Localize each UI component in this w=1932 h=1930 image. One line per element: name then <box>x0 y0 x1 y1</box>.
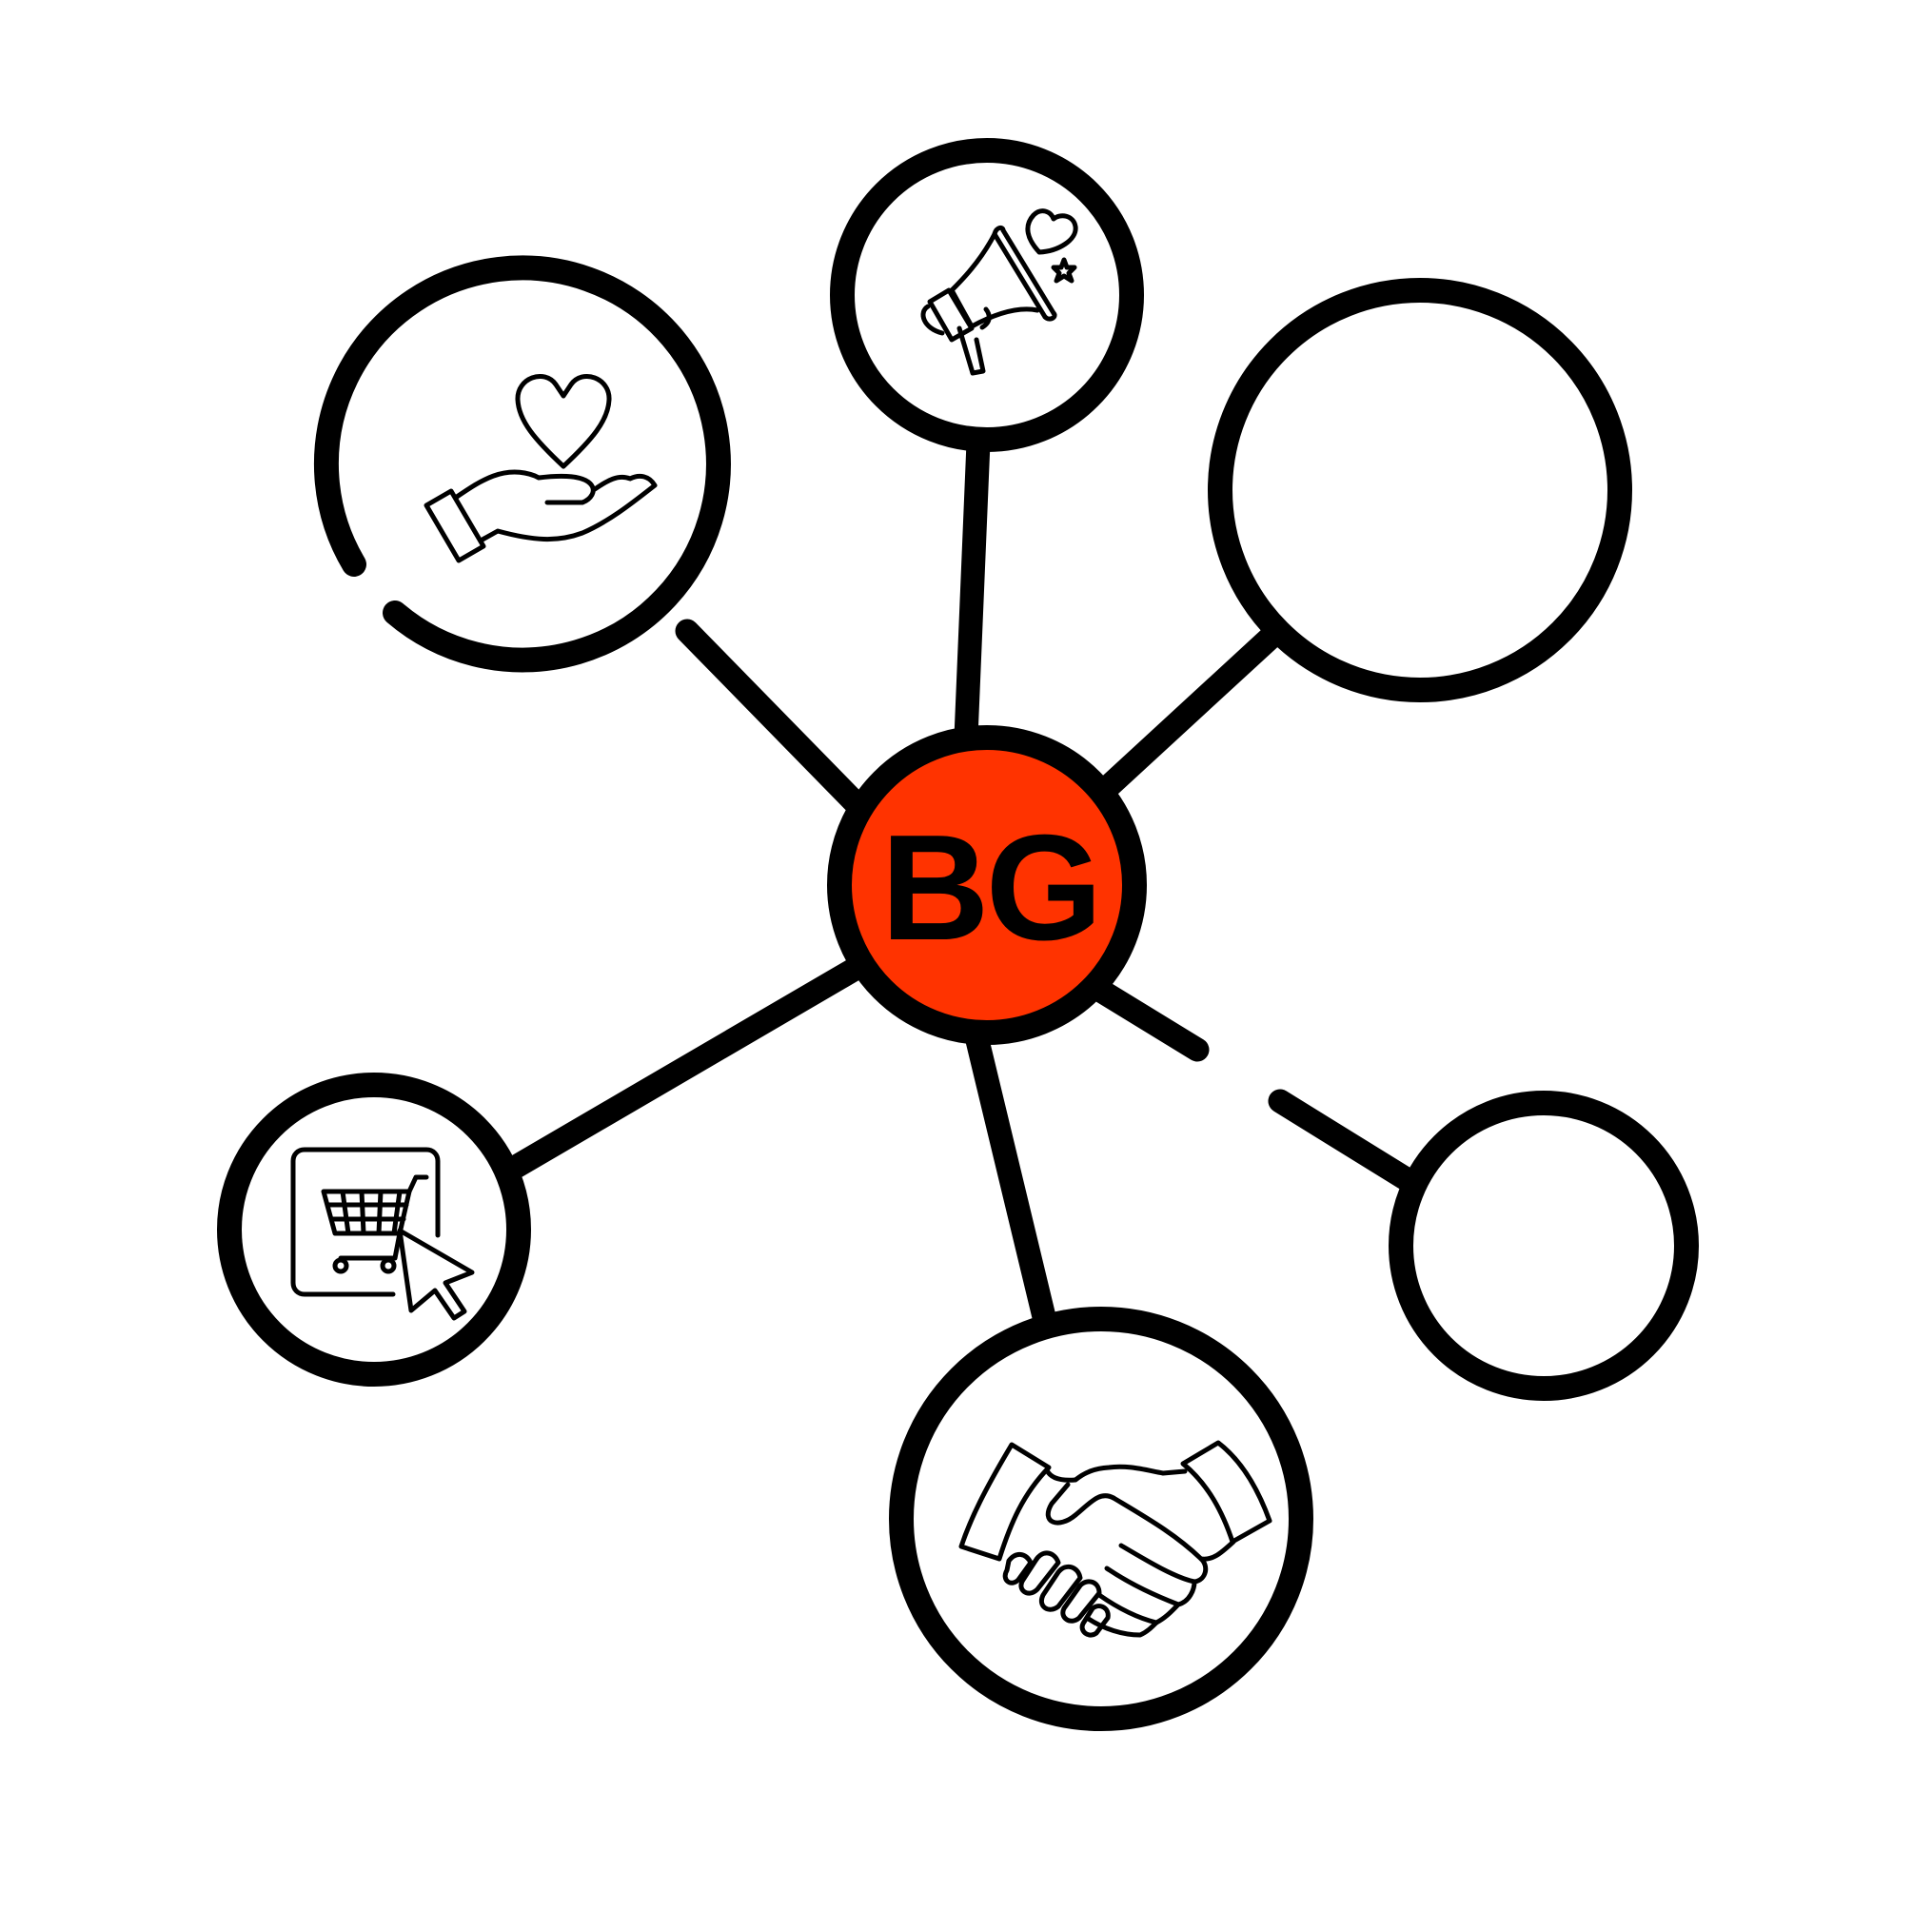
handshake-icon <box>958 1440 1272 1638</box>
spoke-empty-right-inner <box>1074 970 1210 1062</box>
node-partnership <box>889 1307 1313 1731</box>
node-ecommerce-ring <box>217 1073 531 1387</box>
hub: BG <box>827 725 1147 1045</box>
node-marketing-ring <box>830 138 1144 452</box>
spoke-partnership <box>963 1020 1064 1361</box>
spoke-marketing <box>954 430 991 750</box>
hub-label: BG <box>881 804 1099 972</box>
spoke-empty-top-right <box>1082 622 1286 812</box>
node-empty-right-ring <box>1389 1091 1699 1401</box>
node-empty-top-right-ring <box>1208 278 1632 702</box>
hand-heart-icon <box>424 373 658 563</box>
node-empty-top-right <box>1208 278 1632 702</box>
node-empty-right <box>1389 1091 1699 1401</box>
node-marketing <box>830 138 1144 452</box>
node-partnership-ring <box>889 1307 1313 1731</box>
node-ecommerce <box>217 1073 531 1387</box>
hub-circle <box>827 725 1147 1045</box>
spoke-ecommerce <box>499 952 876 1182</box>
node-care <box>313 255 732 679</box>
shopping-cart-cursor-icon <box>290 1147 475 1321</box>
spokes <box>499 430 1417 1361</box>
megaphone-heart-icon <box>920 208 1078 376</box>
spoke-empty-right-outer <box>1268 1089 1417 1191</box>
spoke-care <box>675 619 869 817</box>
node-care-ring <box>313 255 731 673</box>
